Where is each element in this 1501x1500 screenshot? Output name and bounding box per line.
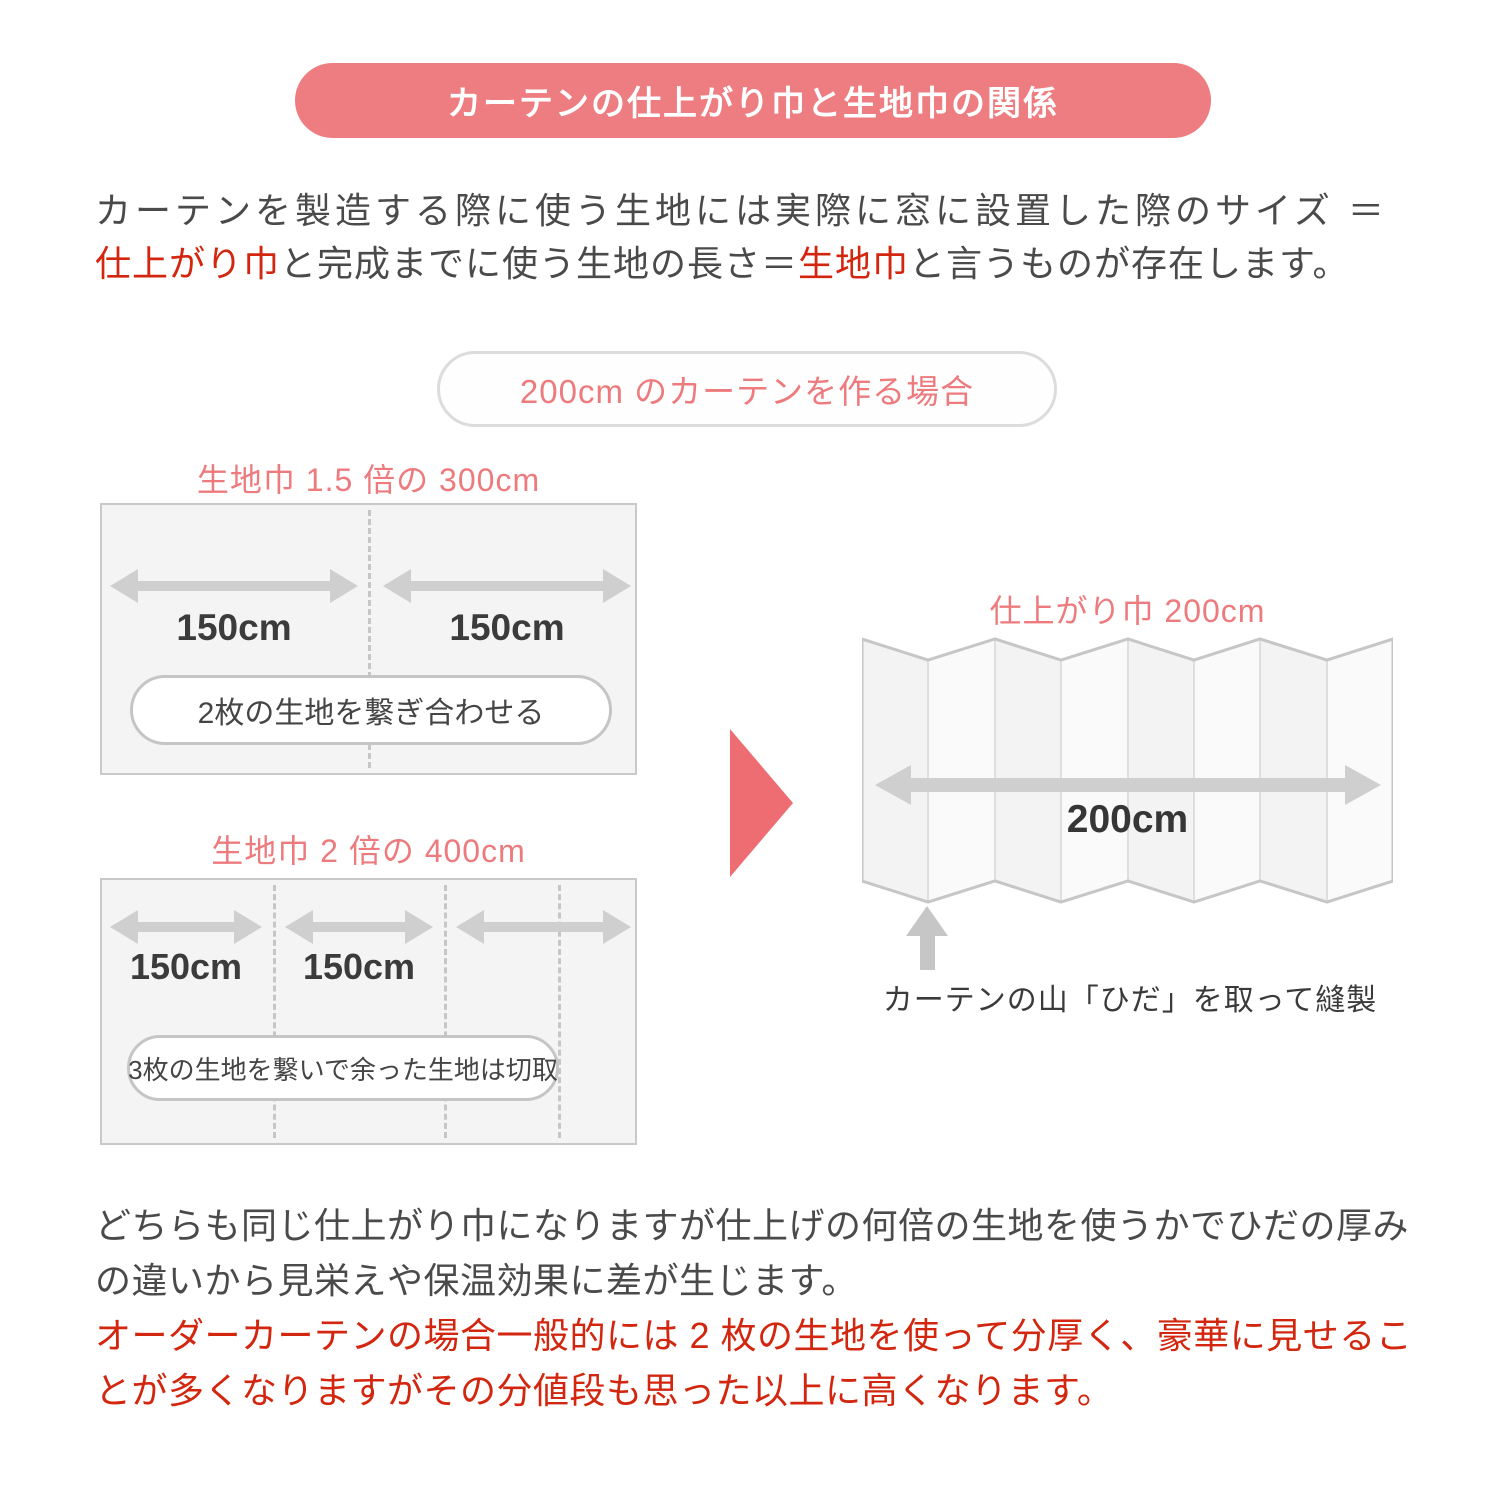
width-value: 150cm	[449, 607, 565, 648]
arrow-head-left	[383, 569, 411, 603]
arrow-shaft	[905, 778, 1351, 792]
pleat-pointer-arrow-head	[906, 906, 948, 936]
finished-width-value: 200cm	[1066, 798, 1189, 841]
diagram1-note-label: 2枚の生地を繋ぎ合わせる	[197, 697, 545, 730]
finished-width-arrow	[875, 765, 1381, 805]
transition-arrow-triangle	[730, 729, 793, 877]
footer-red-line-2: とが多くなりますがその分値段も思った以上に高くなります。	[95, 1370, 1114, 1411]
curtain-fold-strip	[995, 639, 1061, 902]
curtain-fold-strip	[1128, 639, 1194, 902]
case-pill-label: 200cm のカーテンを作る場合	[519, 373, 975, 410]
arrow-shaft	[480, 922, 607, 932]
diagram1-title: 生地巾 1.5 倍の 300cm	[196, 462, 541, 498]
fabric-width-term: 生地巾	[798, 243, 910, 284]
arrow-head-right	[330, 569, 358, 603]
cut-dashed-line	[558, 885, 561, 1138]
width-value: 150cm	[302, 946, 416, 987]
diagram1-note-pill: 2枚の生地を繋ぎ合わせる	[130, 675, 612, 745]
double-arrow	[383, 569, 631, 603]
intro-between-text: と完成までに使う生地の長さ＝	[280, 243, 799, 284]
seam-dashed-line	[273, 885, 276, 1138]
curtain-fold-strip	[1061, 639, 1128, 902]
curtain-fold-strip	[1194, 639, 1260, 902]
curtain-fold-strip	[1260, 639, 1327, 902]
arrow-head-right	[234, 910, 262, 944]
arrow-head-right	[1345, 765, 1381, 805]
arrow-shaft	[309, 922, 409, 932]
case-pill: 200cm のカーテンを作る場合	[437, 351, 1057, 427]
arrow-head-right	[603, 910, 631, 944]
arrow-head-right	[405, 910, 433, 944]
intro-tail-text: と言うものが存在します。	[909, 243, 1350, 284]
width-value: 150cm	[129, 946, 243, 987]
intro-paragraph: カーテンを製造する際に使う生地には実際に窓に設置した際のサイズ ＝ 仕上がり巾と…	[95, 184, 1435, 290]
intro-line-1: カーテンを製造する際に使う生地には実際に窓に設置した際のサイズ ＝	[95, 190, 1388, 231]
diagram2-note-pill: 3枚の生地を繋いで余った生地は切取	[127, 1035, 559, 1101]
diagram2-fabric-rect: 150cm 150cm 3枚の生地を繋いで余った生地は切取	[100, 878, 637, 1145]
intro-line-2: 仕上がり巾と完成までに使う生地の長さ＝生地巾と言うものが存在します。	[95, 237, 1435, 290]
result-title: 仕上がり巾 200cm	[989, 593, 1266, 629]
sewing-caption: カーテンの山「ひだ」を取って縫製	[882, 984, 1378, 1017]
arrow-head-left	[456, 910, 484, 944]
footer-black-line-1: どちらも同じ仕上がり巾になりますが仕上げの何倍の生地を使うかでひだの厚み	[95, 1205, 1410, 1246]
seam-dashed-line	[368, 510, 371, 768]
arrow-head-left	[285, 910, 313, 944]
diagram2-note-label: 3枚の生地を繋いで余った生地は切取	[128, 1054, 558, 1085]
double-arrow	[110, 569, 358, 603]
double-arrow	[456, 910, 631, 944]
curtain-fold-strip	[928, 639, 995, 902]
page-title: カーテンの仕上がり巾と生地巾の関係	[447, 85, 1059, 123]
arrow-shaft	[134, 581, 334, 591]
diagram1-fabric-rect: 150cm 150cm 2枚の生地を繋ぎ合わせる	[100, 503, 637, 775]
pleat-pointer-arrow-shaft	[920, 934, 935, 970]
width-value: 150cm	[176, 607, 292, 648]
double-arrow	[285, 910, 433, 944]
footer-black-line-2: の違いから見栄えや保温効果に差が生じます。	[95, 1260, 858, 1301]
arrow-head-left	[110, 910, 138, 944]
diagram2-title: 生地巾 2 倍の 400cm	[211, 833, 526, 869]
footer-red-line-1: オーダーカーテンの場合一般的には 2 枚の生地を使って分厚く、豪華に見せるこ	[95, 1315, 1413, 1356]
arrow-shaft	[134, 922, 238, 932]
arrow-shaft	[407, 581, 607, 591]
seam-dashed-line	[444, 885, 447, 1138]
curtain-outline	[862, 637, 1393, 904]
footer-paragraph: どちらも同じ仕上がり巾になりますが仕上げの何倍の生地を使うかでひだの厚み の違い…	[95, 1198, 1440, 1418]
arrow-head-left	[110, 569, 138, 603]
double-arrow	[110, 910, 262, 944]
header-banner: カーテンの仕上がり巾と生地巾の関係	[295, 63, 1211, 138]
arrow-head-right	[603, 569, 631, 603]
finish-width-term: 仕上がり巾	[95, 243, 281, 284]
